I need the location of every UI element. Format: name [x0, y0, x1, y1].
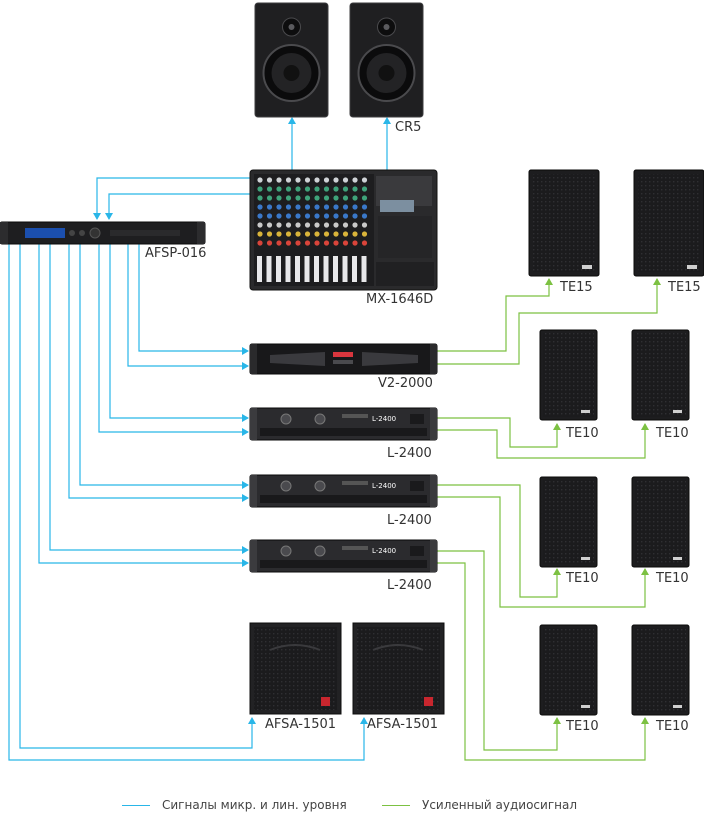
subwoofer-afsa-1501-left — [249, 622, 342, 715]
label-te10-6: TE10 — [656, 719, 689, 734]
label-cr5: CR5 — [395, 120, 422, 135]
signal-proc-to-v2-a — [138, 244, 249, 355]
amp-l-2400-3: L-2400 — [249, 539, 438, 573]
amp-badge-text: L-2400 — [372, 415, 396, 423]
label-te10-1: TE10 — [566, 426, 599, 441]
mixer-knobs — [257, 177, 368, 282]
signal-proc-to-amp2-b — [68, 244, 249, 502]
signal-proc-to-sub2 — [8, 244, 368, 761]
signal-proc-to-amp3-a — [49, 244, 249, 554]
speaker-te10-4 — [631, 476, 690, 568]
amp1-to-te10-2 — [437, 423, 649, 459]
signal-proc-to-amp1-b — [98, 244, 249, 436]
te10-speakers — [539, 329, 690, 716]
speaker-te15-1 — [528, 169, 600, 277]
label-te15-2: TE15 — [668, 280, 701, 295]
signal-proc-to-amp3-b — [38, 244, 249, 567]
legend-amplified: Усиленный аудиосигнал — [382, 798, 577, 812]
amp2-to-te10-3 — [437, 484, 561, 598]
signal-proc-to-amp1-a — [109, 244, 249, 422]
signal-mixer-to-processor-1 — [93, 177, 250, 220]
label-l-2400-2: L-2400 — [387, 513, 432, 528]
signal-lines — [8, 117, 391, 761]
label-te10-2: TE10 — [656, 426, 689, 441]
label-afsa-1501-right: AFSA-1501 — [367, 717, 439, 732]
processor-afsp-016 — [0, 221, 206, 245]
amplified-lines — [437, 278, 661, 761]
label-v2-2000: V2-2000 — [378, 376, 433, 391]
speaker-te10-3 — [539, 476, 598, 568]
label-te10-5: TE10 — [566, 719, 599, 734]
label-mx-1646d: MX-1646D — [366, 292, 434, 307]
amp3-to-te10-6 — [437, 562, 649, 761]
speaker-te10-1 — [539, 329, 598, 421]
amp3-to-te10-5 — [437, 550, 561, 751]
amp-v2-to-te15-1 — [437, 278, 553, 352]
label-te10-4: TE10 — [656, 571, 689, 586]
cr5-monitor-left — [254, 2, 329, 118]
amp-l-2400-2: L-2400 — [249, 474, 438, 508]
legend-amplified-swatch — [382, 804, 410, 806]
signal-mixer-to-processor-2 — [105, 193, 250, 220]
legend-amplified-text: Усиленный аудиосигнал — [422, 798, 578, 812]
label-afsa-1501-left: AFSA-1501 — [265, 717, 337, 732]
label-l-2400-1: L-2400 — [387, 446, 432, 461]
speaker-te10-6 — [631, 624, 690, 716]
label-te15-1: TE15 — [560, 280, 593, 295]
signal-proc-to-amp2-a — [79, 244, 249, 489]
legend-signal: Сигналы микр. и лин. уровня — [122, 798, 347, 812]
amp2-to-te10-4 — [437, 496, 649, 608]
label-l-2400-3: L-2400 — [387, 578, 432, 593]
amp-l-2400-1: L-2400 — [249, 407, 438, 441]
cr5-monitor-right — [349, 2, 424, 118]
amp-v2-to-te15-2 — [437, 278, 661, 365]
speaker-te10-5 — [539, 624, 598, 716]
amp1-to-te10-1 — [437, 417, 561, 448]
signal-proc-to-sub1 — [19, 244, 256, 749]
amp-badge-text: L-2400 — [372, 547, 396, 555]
speaker-te10-2 — [631, 329, 690, 421]
speaker-te15-2 — [633, 169, 704, 277]
legend-signal-swatch — [122, 804, 150, 806]
amp-badge-text: L-2400 — [372, 482, 396, 490]
label-afsp-016: AFSP-016 — [145, 246, 207, 261]
subwoofer-afsa-1501-right — [352, 622, 445, 715]
signal-proc-to-v2-b — [127, 244, 249, 370]
amp-v2-2000 — [249, 343, 438, 375]
mixer-mx-1646d — [249, 169, 438, 291]
legend-signal-text: Сигналы микр. и лин. уровня — [162, 798, 347, 812]
label-te10-3: TE10 — [566, 571, 599, 586]
